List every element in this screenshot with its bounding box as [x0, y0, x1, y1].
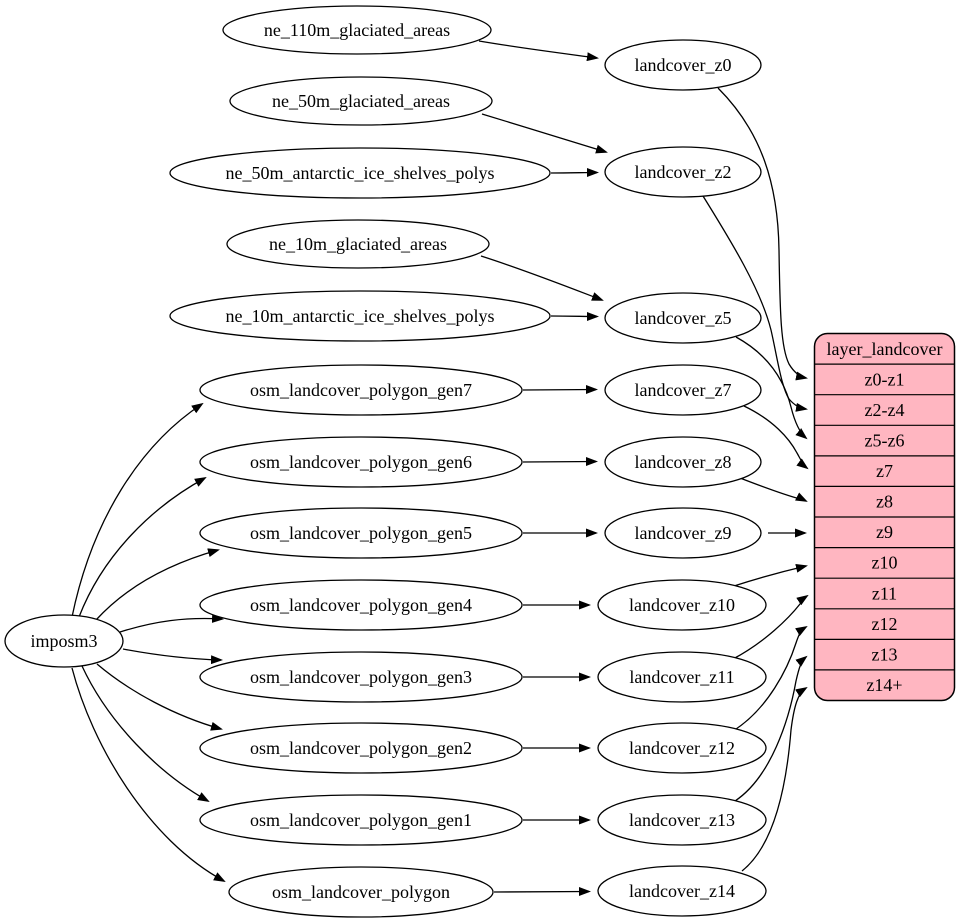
edge-imposm3-to-osm-landcover-polygon: [71, 667, 226, 882]
node-label: landcover_z9: [635, 523, 732, 543]
record-title: layer_landcover: [827, 339, 943, 359]
record-row-z0-z1: z0-z1: [865, 370, 905, 390]
node-label: ne_50m_glaciated_areas: [272, 91, 450, 111]
record-row-z14plus: z14+: [866, 675, 902, 695]
record-row-z11: z11: [872, 584, 897, 604]
node-landcover-z2: landcover_z2: [604, 146, 762, 198]
edges-layer: [71, 40, 809, 897]
edge-osm-landcover-polygon-to-landcover-z14: [493, 887, 591, 897]
node-landcover-z13: landcover_z13: [597, 794, 767, 846]
edge-landcover-z10-to-row-z10: [733, 563, 808, 587]
node-label: osm_landcover_polygon_gen7: [250, 380, 472, 400]
node-ne-50m-antarctic-ice-shelves-polys: ne_50m_antarctic_ice_shelves_polys: [169, 147, 551, 199]
record-row-z13: z13: [872, 645, 898, 665]
node-landcover-z11: landcover_z11: [597, 651, 767, 703]
record-row-z2-z4: z2-z4: [865, 400, 905, 420]
node-label: landcover_z13: [629, 810, 735, 830]
node-label: landcover_z8: [635, 452, 732, 472]
node-label: landcover_z12: [629, 738, 735, 758]
edge-landcover-z7-to-row-z7: [743, 405, 809, 470]
node-ne-10m-antarctic-ice-shelves-polys: ne_10m_antarctic_ice_shelves_polys: [169, 290, 551, 342]
record-row-z5-z6: z5-z6: [865, 431, 905, 451]
edge-landcover-z11-to-row-z11: [732, 594, 809, 660]
node-osm-landcover-polygon: osm_landcover_polygon: [228, 866, 494, 918]
node-label: ne_10m_glaciated_areas: [269, 234, 447, 254]
node-osm-landcover-polygon-gen6: osm_landcover_polygon_gen6: [199, 436, 523, 488]
record-row-z12: z12: [872, 614, 898, 634]
node-landcover-z12: landcover_z12: [597, 722, 767, 774]
edge-imposm3-to-osm-landcover-polygon-gen3: [122, 648, 223, 665]
edge-ne-50m-glaciated-areas-to-landcover-z2: [481, 113, 608, 154]
edge-imposm3-to-osm-landcover-polygon-gen4: [119, 613, 224, 633]
nodes-layer: ne_110m_glaciated_areas ne_50m_glaciated…: [4, 5, 767, 918]
node-label: landcover_z0: [635, 55, 732, 75]
node-label: osm_landcover_polygon_gen1: [250, 810, 472, 830]
node-label: osm_landcover_polygon_gen3: [250, 667, 472, 687]
node-label: imposm3: [30, 631, 97, 651]
node-label: osm_landcover_polygon_gen6: [250, 452, 472, 472]
node-label: osm_landcover_polygon_gen4: [250, 595, 472, 615]
edge-landcover-z14-to-row-z14plus: [741, 686, 808, 872]
edge-landcover-z2-to-row-z2-z4: [702, 195, 808, 412]
node-osm-landcover-polygon-gen4: osm_landcover_polygon_gen4: [199, 579, 523, 631]
node-landcover-z5: landcover_z5: [604, 292, 762, 344]
node-label: osm_landcover_polygon_gen2: [250, 738, 472, 758]
node-label: landcover_z10: [629, 595, 735, 615]
edge-ne-50m-antarctic-ice-shelves-polys-to-landcover-z2: [550, 168, 599, 178]
node-label: landcover_z7: [635, 380, 732, 400]
node-landcover-z8: landcover_z8: [604, 436, 762, 488]
edge-imposm3-to-osm-landcover-polygon-gen7: [71, 402, 204, 618]
node-imposm3: imposm3: [4, 614, 124, 668]
node-label: ne_110m_glaciated_areas: [264, 20, 450, 40]
edge-ne-10m-antarctic-ice-shelves-polys-to-landcover-z5: [550, 311, 599, 321]
node-osm-landcover-polygon-gen3: osm_landcover_polygon_gen3: [199, 651, 523, 703]
edge-landcover-z12-to-row-z12: [732, 625, 808, 732]
node-label: landcover_z2: [635, 162, 732, 182]
edge-ne-110m-glaciated-areas-to-landcover-z0: [478, 40, 599, 62]
edge-osm-landcover-polygon-gen7-to-landcover-z7: [522, 385, 598, 395]
edge-landcover-z8-to-row-z8: [739, 477, 808, 502]
node-label: osm_landcover_polygon: [272, 882, 450, 902]
node-osm-landcover-polygon-gen7: osm_landcover_polygon_gen7: [199, 364, 523, 416]
node-label: osm_landcover_polygon_gen5: [250, 523, 472, 543]
node-label: landcover_z14: [629, 881, 735, 901]
edge-imposm3-to-osm-landcover-polygon-gen6: [78, 477, 207, 618]
edge-osm-landcover-polygon-gen6-to-landcover-z8: [522, 457, 598, 467]
node-label: landcover_z5: [635, 308, 732, 328]
node-ne-10m-glaciated-areas: ne_10m_glaciated_areas: [226, 219, 490, 269]
edge-landcover-z5-to-row-z5-z6: [735, 336, 808, 440]
edge-landcover-z13-to-row-z13: [734, 655, 808, 802]
node-landcover-z7: landcover_z7: [604, 364, 762, 416]
edge-ne-10m-glaciated-areas-to-landcover-z5: [480, 255, 604, 301]
record-row-z10: z10: [872, 553, 898, 573]
node-ne-50m-glaciated-areas: ne_50m_glaciated_areas: [229, 76, 493, 126]
edge-imposm3-to-osm-landcover-polygon-gen1: [81, 665, 210, 802]
node-landcover-z0: landcover_z0: [604, 39, 762, 91]
node-label: ne_10m_antarctic_ice_shelves_polys: [226, 306, 495, 326]
node-landcover-z10: landcover_z10: [597, 579, 767, 631]
node-landcover-z9: landcover_z9: [604, 507, 762, 559]
node-label: ne_50m_antarctic_ice_shelves_polys: [226, 163, 495, 183]
node-osm-landcover-polygon-gen2: osm_landcover_polygon_gen2: [199, 722, 523, 774]
node-osm-landcover-polygon-gen5: osm_landcover_polygon_gen5: [199, 507, 523, 559]
record-row-z7: z7: [876, 461, 893, 481]
node-osm-landcover-polygon-gen1: osm_landcover_polygon_gen1: [199, 794, 523, 846]
node-label: landcover_z11: [629, 667, 734, 687]
node-ne-110m-glaciated-areas: ne_110m_glaciated_areas: [222, 5, 492, 55]
record-layer-landcover: layer_landcover z0-z1 z2-z4 z5-z6 z7 z8 …: [813, 332, 956, 702]
edge-landcover-z0-to-row-z0-z1: [717, 87, 808, 381]
node-landcover-z14: landcover_z14: [597, 865, 767, 917]
edge-imposm3-to-osm-landcover-polygon-gen2: [96, 663, 223, 731]
record-row-z8: z8: [876, 492, 893, 512]
record-row-z9: z9: [876, 522, 893, 542]
edge-imposm3-to-osm-landcover-polygon-gen5: [95, 548, 220, 621]
